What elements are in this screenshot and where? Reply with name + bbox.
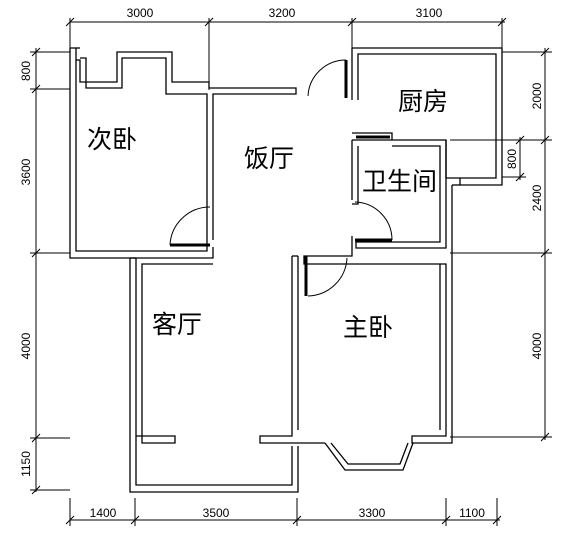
dim-left-2: 3600 xyxy=(19,158,33,185)
dim-left-1: 800 xyxy=(19,61,33,81)
dim-top-1: 3000 xyxy=(127,6,154,20)
walls xyxy=(69,47,503,493)
dim-bottom-1: 1400 xyxy=(90,506,117,520)
room-kitchen: 厨房 xyxy=(398,87,448,116)
room-second-bedroom: 次卧 xyxy=(87,125,137,154)
dim-right-1: 2000 xyxy=(530,82,544,109)
dim-bottom-4: 1100 xyxy=(459,506,485,520)
dim-bottom-3: 3300 xyxy=(359,506,386,520)
dim-right-2: 800 xyxy=(505,149,519,169)
dim-top-3: 3100 xyxy=(416,6,443,20)
dim-left-4: 1150 xyxy=(19,451,33,477)
dim-top-2: 3200 xyxy=(269,6,296,20)
dimension-lines xyxy=(30,17,552,526)
doors xyxy=(169,59,393,297)
room-bathroom: 卫生间 xyxy=(362,167,437,196)
dim-right-3: 2400 xyxy=(530,184,544,211)
dim-bottom-2: 3500 xyxy=(203,506,230,520)
dim-right-4: 4000 xyxy=(530,332,544,359)
dim-left-3: 4000 xyxy=(19,332,33,359)
room-master-bedroom: 主卧 xyxy=(343,313,393,342)
dimension-labels: 3000 3200 3100 1400 3500 3300 1100 800 3… xyxy=(19,6,544,520)
room-living-room: 客厅 xyxy=(152,310,202,339)
room-dining-hall: 饭厅 xyxy=(244,144,294,173)
